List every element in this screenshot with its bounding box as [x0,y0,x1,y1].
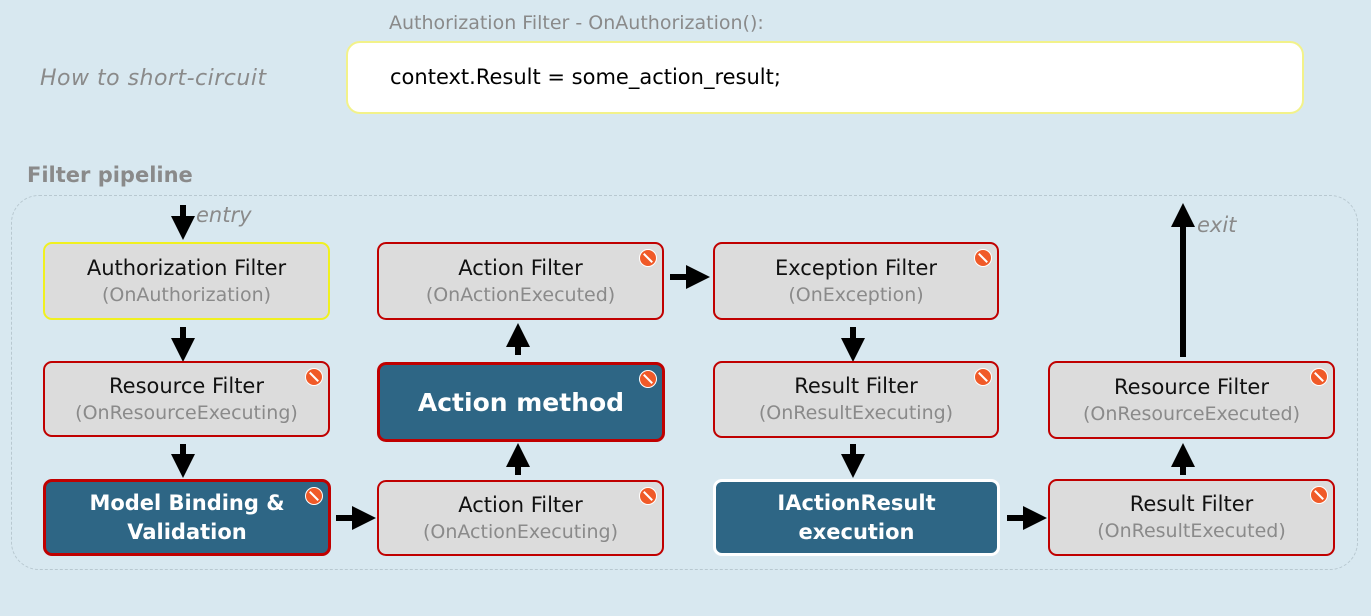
no-entry-icon [305,487,323,505]
node-title: Resource Filter [109,373,264,398]
node-subtitle: (OnResourceExecuted) [1083,402,1300,425]
model-binding-box: Model Binding & Validation [43,479,331,556]
node-subtitle: (OnActionExecuting) [422,520,618,543]
node-title: Action Filter [458,492,583,517]
pipeline-label: Filter pipeline [27,163,193,187]
no-entry-icon [974,368,992,386]
no-entry-icon [1310,486,1328,504]
exit-label: exit [1197,213,1237,237]
code-box: context.Result = some_action_result; [346,41,1304,114]
action-method-box: Action method [377,362,665,442]
iactionresult-execution-box: IActionResult execution [713,479,1000,556]
code-snippet: context.Result = some_action_result; [390,65,781,89]
node-title-line2: Validation [127,519,247,544]
no-entry-icon [639,249,657,267]
node-title: Resource Filter [1114,374,1269,399]
pipeline-frame [11,195,1358,570]
no-entry-icon [639,370,657,388]
no-entry-icon [974,249,992,267]
node-title: Result Filter [794,374,918,398]
node-title: Model Binding & [89,490,285,515]
action-filter-executed-box: Action Filter (OnActionExecuted) [377,242,664,320]
short-circuit-label: How to short-circuit [40,66,267,91]
node-subtitle: (OnResultExecuted) [1097,520,1286,542]
node-title: Authorization Filter [86,255,287,280]
exception-filter-box: Exception Filter (OnException) [713,242,999,320]
no-entry-icon [639,487,657,505]
node-title-line2: execution [798,519,915,544]
node-subtitle: (OnException) [788,283,924,306]
authorization-filter-box: Authorization Filter (OnAuthorization) [43,242,330,320]
node-title: Action Filter [458,255,583,280]
node-title: IActionResult [777,490,936,515]
node-title: Exception Filter [774,255,938,280]
node-subtitle: (OnResultExecuting) [758,402,954,424]
no-entry-icon [305,368,323,386]
action-filter-executing-box: Action Filter (OnActionExecuting) [377,480,664,556]
node-subtitle: (OnActionExecuted) [425,283,616,306]
entry-label: entry [196,203,252,227]
result-filter-executed-box: Result Filter (OnResultExecuted) [1048,479,1335,556]
node-title: Result Filter [1129,492,1254,516]
no-entry-icon [1310,368,1328,386]
node-title: Action method [417,387,625,417]
resource-filter-executing-box: Resource Filter (OnResourceExecuting) [43,361,330,437]
node-subtitle: (OnAuthorization) [101,283,272,306]
resource-filter-executed-box: Resource Filter (OnResourceExecuted) [1048,361,1335,439]
code-caption: Authorization Filter - OnAuthorization()… [389,12,764,34]
node-subtitle: (OnResourceExecuting) [75,401,298,424]
result-filter-executing-box: Result Filter (OnResultExecuting) [713,361,999,438]
